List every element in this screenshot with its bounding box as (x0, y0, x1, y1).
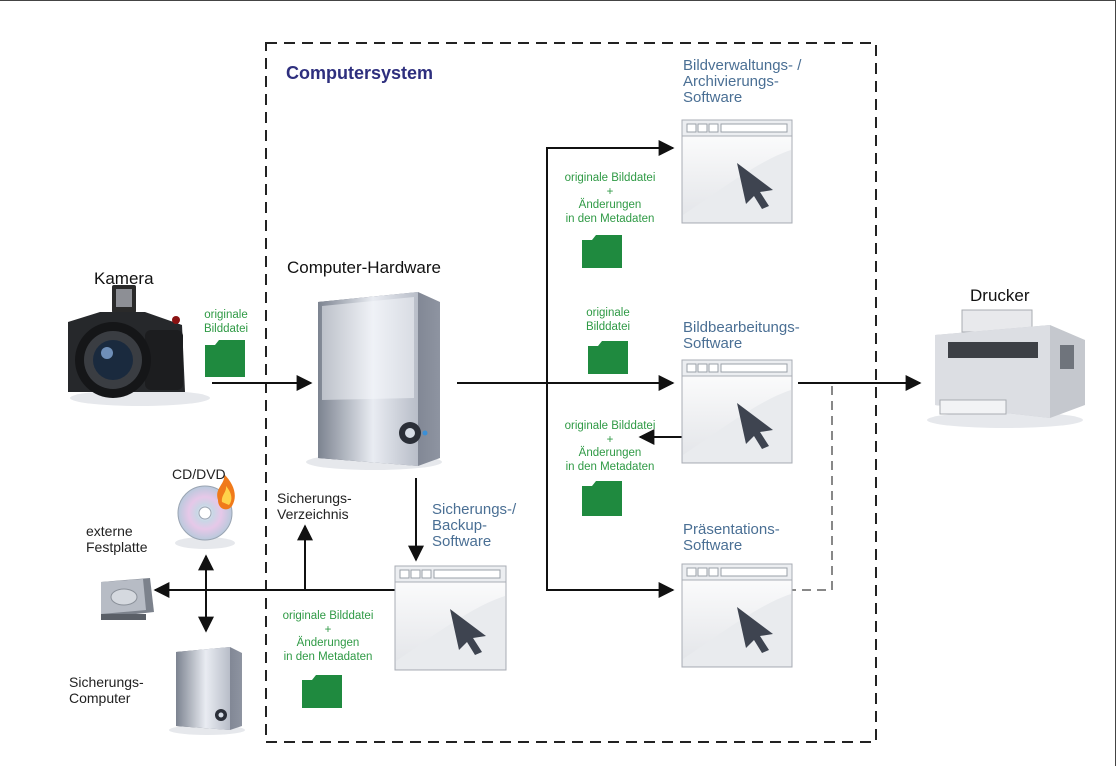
computer-system-boundary (265, 42, 877, 743)
backup-computer-label-line: Computer (69, 690, 131, 706)
software-window-presentation (681, 563, 793, 668)
file-label-camera: originale Bilddatei (194, 309, 258, 336)
external-disk-label: externe Festplatte (86, 523, 147, 555)
file-folder-icon (205, 340, 245, 377)
file-label-line: Bilddatei (585, 320, 631, 333)
file-label-line: in den Metadaten (565, 212, 655, 225)
presentation-software-label-line: Präsentations- (683, 521, 780, 538)
software-window-archive (681, 119, 793, 224)
cd-dvd-label: CD/DVD (172, 466, 226, 482)
file-label-line: + (606, 185, 614, 198)
editing-software-label: Bildbearbeitungs- Software (683, 320, 800, 352)
archive-software-label-line: Bildverwaltungs- / (683, 57, 802, 74)
software-window-editing (681, 359, 793, 464)
file-label-line: + (324, 623, 332, 636)
printer-label: Drucker (970, 286, 1030, 305)
camera-label: Kamera (94, 269, 154, 288)
archive-software-label: Bildverwaltungs- / Archivierungs- Softwa… (683, 58, 801, 106)
editing-software-label-line: Bildbearbeitungs- (683, 319, 800, 336)
file-label-editing-return: originale Bilddatei + Änderungen in den … (548, 420, 672, 474)
external-disk-label-line: externe (86, 523, 133, 539)
file-label-line: originale Bilddatei (282, 610, 374, 622)
printer-icon (927, 309, 1085, 428)
file-label-line: originale (204, 309, 248, 321)
file-label-line: Bilddatei (203, 322, 249, 335)
file-label-line: + (606, 433, 614, 446)
file-folder-icon (588, 341, 628, 374)
file-label-line: in den Metadaten (565, 460, 655, 473)
file-label-line: originale Bilddatei (564, 172, 656, 184)
arrow-to-presentation-software (546, 383, 675, 598)
file-label-line: originale Bilddatei (564, 420, 656, 432)
cd-dvd-icon (175, 474, 235, 549)
backup-software-label-line: Sicherungs-/ (432, 501, 517, 518)
file-label-backup: originale Bilddatei + Änderungen in den … (266, 610, 390, 664)
file-label-line: Änderungen (578, 199, 642, 211)
editing-software-label-line: Software (683, 335, 743, 352)
file-label-line: Änderungen (296, 637, 360, 649)
file-label-line: Änderungen (578, 447, 642, 459)
file-folder-icon (582, 235, 622, 268)
external-disk-label-line: Festplatte (86, 539, 148, 555)
backup-directory-label: Sicherungs- Verzeichnis (277, 490, 352, 522)
dashed-presentation-to-printer (787, 383, 833, 591)
file-label-editing: originale Bilddatei (576, 307, 640, 334)
presentation-software-label-line: Software (683, 537, 743, 554)
file-label-line: originale (586, 307, 630, 319)
archive-software-label-line: Software (683, 89, 743, 106)
hard-disk-icon (101, 578, 154, 620)
file-folder-icon (302, 675, 342, 708)
tower-computer-icon (169, 647, 245, 735)
backup-directory-label-line: Verzeichnis (277, 506, 349, 522)
backup-directory-label-line: Sicherungs- (277, 490, 352, 506)
camera-icon (68, 285, 210, 406)
backup-computer-label-line: Sicherungs- (69, 674, 144, 690)
archive-software-label-line: Archivierungs- (683, 73, 779, 90)
file-folder-icon (582, 481, 622, 516)
backup-software-label: Sicherungs-/ Backup- Software (432, 502, 516, 550)
file-label-line: in den Metadaten (283, 650, 373, 663)
computer-system-title: Computersystem (286, 63, 434, 83)
arrow-to-archive-software (546, 140, 675, 383)
computer-hardware-icon (306, 292, 442, 470)
computer-hardware-label: Computer-Hardware (287, 258, 441, 277)
software-window-backup (394, 565, 507, 671)
backup-computer-label: Sicherungs- Computer (69, 674, 144, 706)
backup-software-label-line: Backup- (432, 517, 488, 534)
presentation-software-label: Präsentations- Software (683, 522, 780, 554)
backup-software-label-line: Software (432, 533, 492, 550)
file-label-archive: originale Bilddatei + Änderungen in den … (548, 172, 672, 226)
